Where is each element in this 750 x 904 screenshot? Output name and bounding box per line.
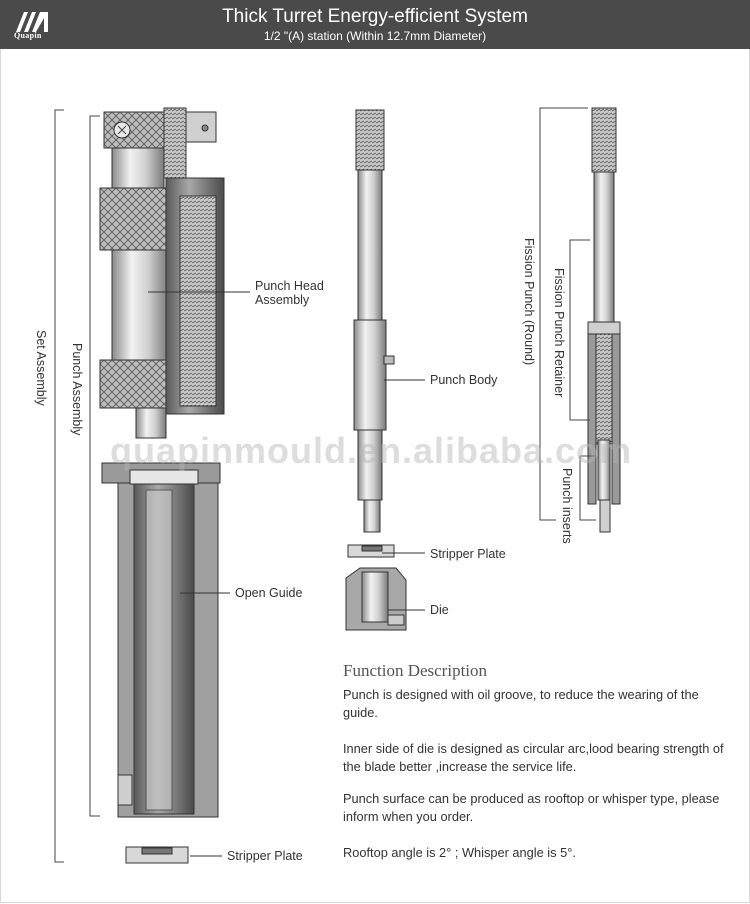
label-punch-head-assembly-1: Punch Head	[255, 279, 324, 293]
label-punch-head-assembly-2: Assembly	[255, 293, 310, 307]
punch-head-assembly	[99, 107, 225, 439]
label-set-assembly: Set Assembly	[34, 330, 48, 406]
label-stripper-plate-mid: Stripper Plate	[430, 547, 506, 561]
page-title: Thick Turret Energy-efficient System	[222, 6, 528, 27]
label-stripper-plate-bottom: Stripper Plate	[227, 849, 303, 863]
header-bar: Quapin Thick Turret Energy-efficient Sys…	[0, 0, 750, 49]
watermark-text: quapinmould.en.alibaba.com	[110, 430, 633, 471]
fission-punch	[587, 107, 621, 533]
function-paragraph-2: Inner side of die is designed as circula…	[343, 741, 724, 774]
label-punch-body: Punch Body	[430, 373, 498, 387]
fission-punch-bracket	[539, 107, 588, 521]
label-punch-assembly: Punch Assembly	[70, 343, 84, 436]
die	[345, 567, 407, 631]
label-die: Die	[430, 603, 449, 617]
quapin-logo-icon	[16, 12, 48, 32]
brand-name: Quapin	[14, 31, 42, 40]
punch-inserts-bracket	[579, 455, 596, 521]
label-fission-punch-retainer: Fission Punch Retainer	[552, 268, 566, 398]
page-subtitle: 1/2 "(A) station (Within 12.7mm Diameter…	[263, 29, 487, 43]
leader-lines	[148, 291, 425, 857]
stripper-plate-mid	[347, 544, 395, 558]
open-guide	[101, 462, 221, 818]
fission-retainer-bracket	[569, 239, 590, 421]
function-paragraph-3: Punch surface can be produced as rooftop…	[343, 791, 720, 824]
function-paragraph-4: Rooftop angle is 2° ; Whisper angle is 5…	[343, 845, 576, 860]
label-fission-punch: Fission Punch (Round)	[522, 238, 536, 366]
function-description-title: Function Description	[343, 661, 488, 680]
label-open-guide: Open Guide	[235, 586, 303, 600]
stripper-plate-bottom	[125, 846, 189, 864]
function-paragraph-1: Punch is designed with oil groove, to re…	[343, 687, 699, 720]
punch-assembly-bracket	[89, 115, 100, 817]
set-assembly-bracket	[54, 109, 64, 863]
punch-body	[353, 109, 395, 533]
label-punch-inserts: Punch inserts	[560, 468, 574, 544]
